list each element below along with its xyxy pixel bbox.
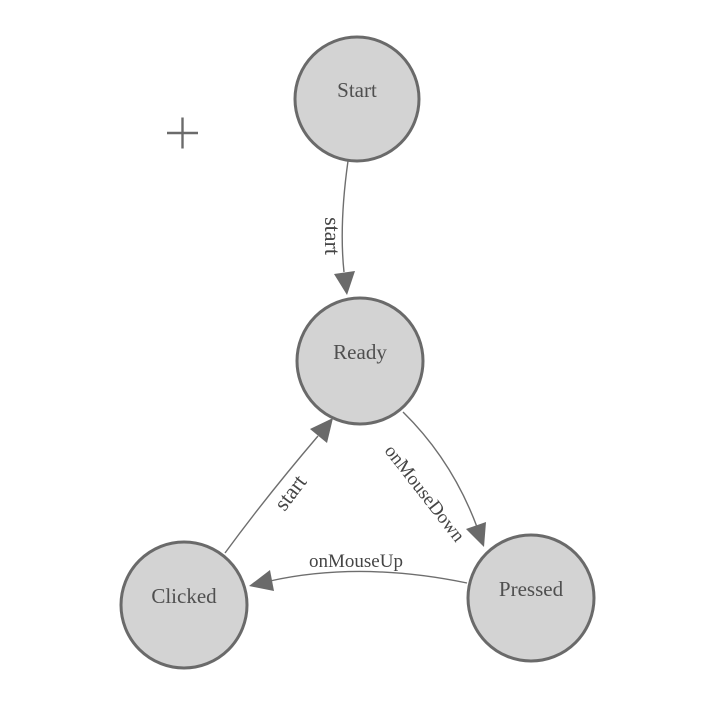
state-circle[interactable] xyxy=(295,296,425,426)
state-label: Pressed xyxy=(499,577,564,601)
state-circle[interactable] xyxy=(466,533,596,663)
node-start[interactable]: Start xyxy=(293,35,421,163)
arrowhead-icon xyxy=(466,522,486,547)
state-circle[interactable] xyxy=(293,35,421,163)
arrowhead-icon xyxy=(249,570,274,591)
state-label: Clicked xyxy=(151,584,217,608)
edge-line[interactable] xyxy=(402,411,478,528)
node-pressed[interactable]: Pressed xyxy=(466,533,596,663)
state-label: Start xyxy=(337,78,377,102)
crosshair-cursor-icon[interactable] xyxy=(167,117,198,149)
edge-line[interactable] xyxy=(341,160,349,273)
edge-label: start xyxy=(269,470,312,515)
edge-clicked-to-ready[interactable]: start xyxy=(224,418,333,554)
edge-ready-to-pressed[interactable]: onMouseDown xyxy=(380,411,486,547)
edge-label: onMouseDown xyxy=(380,441,469,547)
edge-line[interactable] xyxy=(269,570,468,584)
state-label: Ready xyxy=(333,340,387,364)
edge-label: start xyxy=(320,217,345,255)
edge-label: onMouseUp xyxy=(309,551,403,572)
node-clicked[interactable]: Clicked xyxy=(119,540,249,670)
state-circle[interactable] xyxy=(119,540,249,670)
edge-line[interactable] xyxy=(224,435,319,554)
edge-pressed-to-clicked[interactable]: onMouseUp xyxy=(249,551,468,591)
arrowhead-icon xyxy=(310,418,333,443)
edge-start-to-ready[interactable]: start xyxy=(320,160,355,295)
arrowhead-icon xyxy=(334,271,355,295)
node-ready[interactable]: Ready xyxy=(295,296,425,426)
